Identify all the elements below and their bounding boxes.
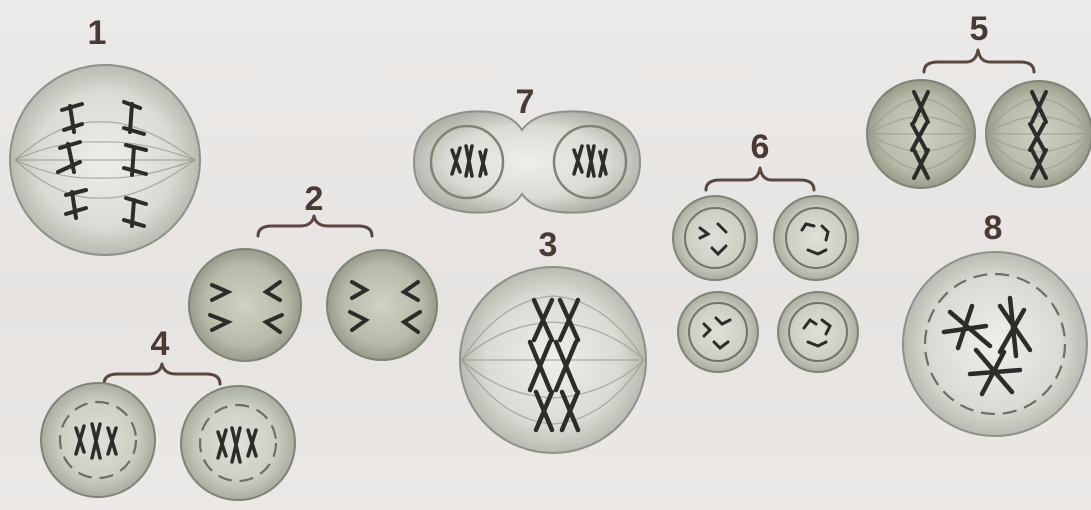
cell-8	[903, 252, 1087, 436]
cell-2b	[327, 250, 437, 360]
cell-6c	[678, 292, 758, 372]
cell-5b	[986, 81, 1091, 187]
cell-4a	[41, 383, 155, 497]
cell-1	[10, 65, 200, 255]
cell-4b	[181, 386, 295, 500]
label-stage-2: 2	[305, 180, 324, 218]
cell-6a	[673, 196, 757, 280]
cell-6d	[778, 292, 858, 372]
cell-3	[460, 267, 646, 453]
cell-7	[414, 111, 640, 212]
label-stage-8: 8	[984, 209, 1003, 247]
brace-stage-4	[104, 364, 220, 384]
cell-6b	[774, 196, 858, 280]
cell-5a	[867, 80, 975, 188]
label-stage-4: 4	[151, 325, 170, 363]
brace-stage-6	[706, 168, 814, 190]
brace-stage-2	[258, 216, 372, 236]
label-stage-3: 3	[539, 226, 558, 264]
label-stage-5: 5	[970, 10, 989, 48]
cell-2a	[189, 249, 301, 361]
label-stage-7: 7	[516, 83, 535, 121]
label-stage-1: 1	[88, 14, 107, 52]
label-stage-6: 6	[751, 128, 770, 166]
brace-stage-5	[924, 50, 1034, 72]
